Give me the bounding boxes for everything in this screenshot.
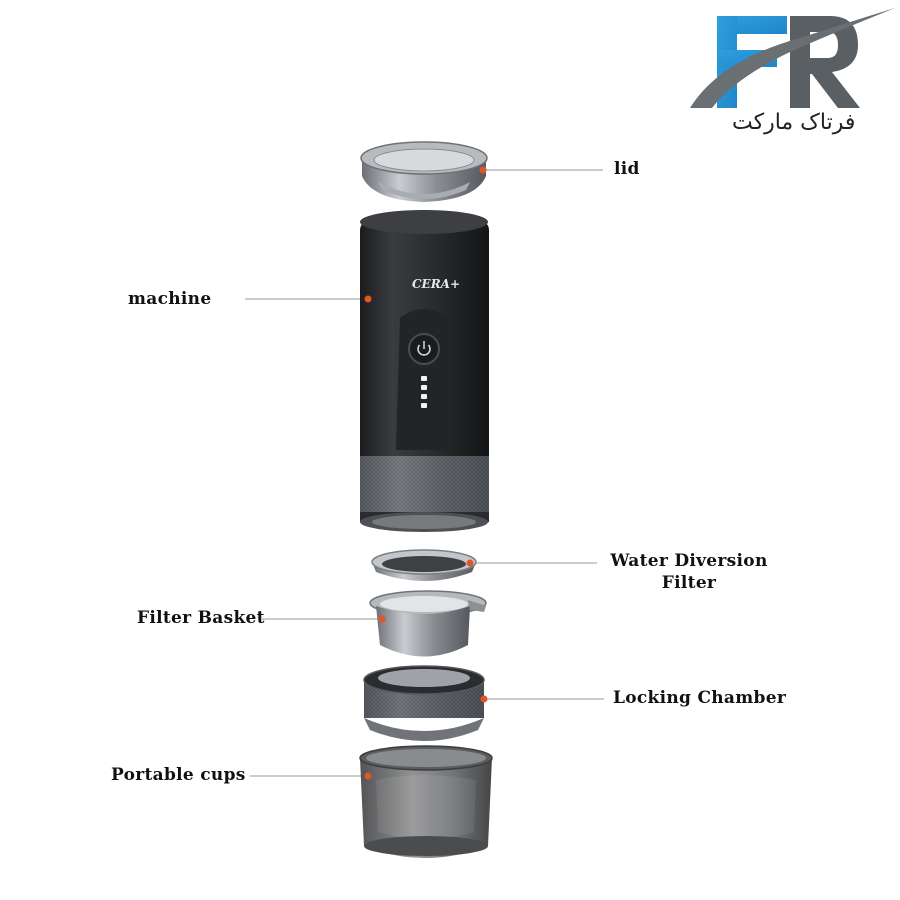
label-portable-cups: Portable cups (111, 765, 246, 785)
label-locking-chamber: Locking Chamber (613, 688, 787, 708)
marker-portable-cups (364, 772, 372, 780)
label-lid: lid (614, 159, 640, 179)
locking-chamber-part (363, 665, 485, 741)
lid-part (360, 141, 488, 202)
label-filter-basket: Filter Basket (137, 608, 265, 628)
marker-machine (364, 295, 372, 303)
label-water-diversion-line1: Water Diversion (610, 551, 768, 571)
logo-letter-r (790, 16, 860, 108)
logo-swoosh (690, 8, 895, 108)
device-logo: CERA+ (412, 277, 460, 291)
marker-locking-chamber (480, 695, 488, 703)
leader-lines (245, 169, 604, 777)
brand-name-text: فرتاک مارکت (732, 110, 856, 135)
marker-lid (479, 166, 487, 174)
brand-logo (690, 8, 895, 108)
markers (364, 166, 488, 780)
power-icon (417, 341, 431, 356)
machine-part: CERA+ (360, 210, 489, 532)
label-machine: machine (128, 289, 212, 309)
marker-filter-basket (378, 615, 386, 623)
level-indicator (421, 376, 427, 408)
portable-cup-part (359, 745, 493, 858)
label-water-diversion-filter: Water Diversion Filter (600, 551, 778, 593)
label-water-diversion-line2: Filter (661, 573, 717, 593)
marker-water-diversion (466, 559, 474, 567)
water-diversion-filter-part (371, 549, 477, 581)
filter-basket-part (369, 590, 487, 657)
